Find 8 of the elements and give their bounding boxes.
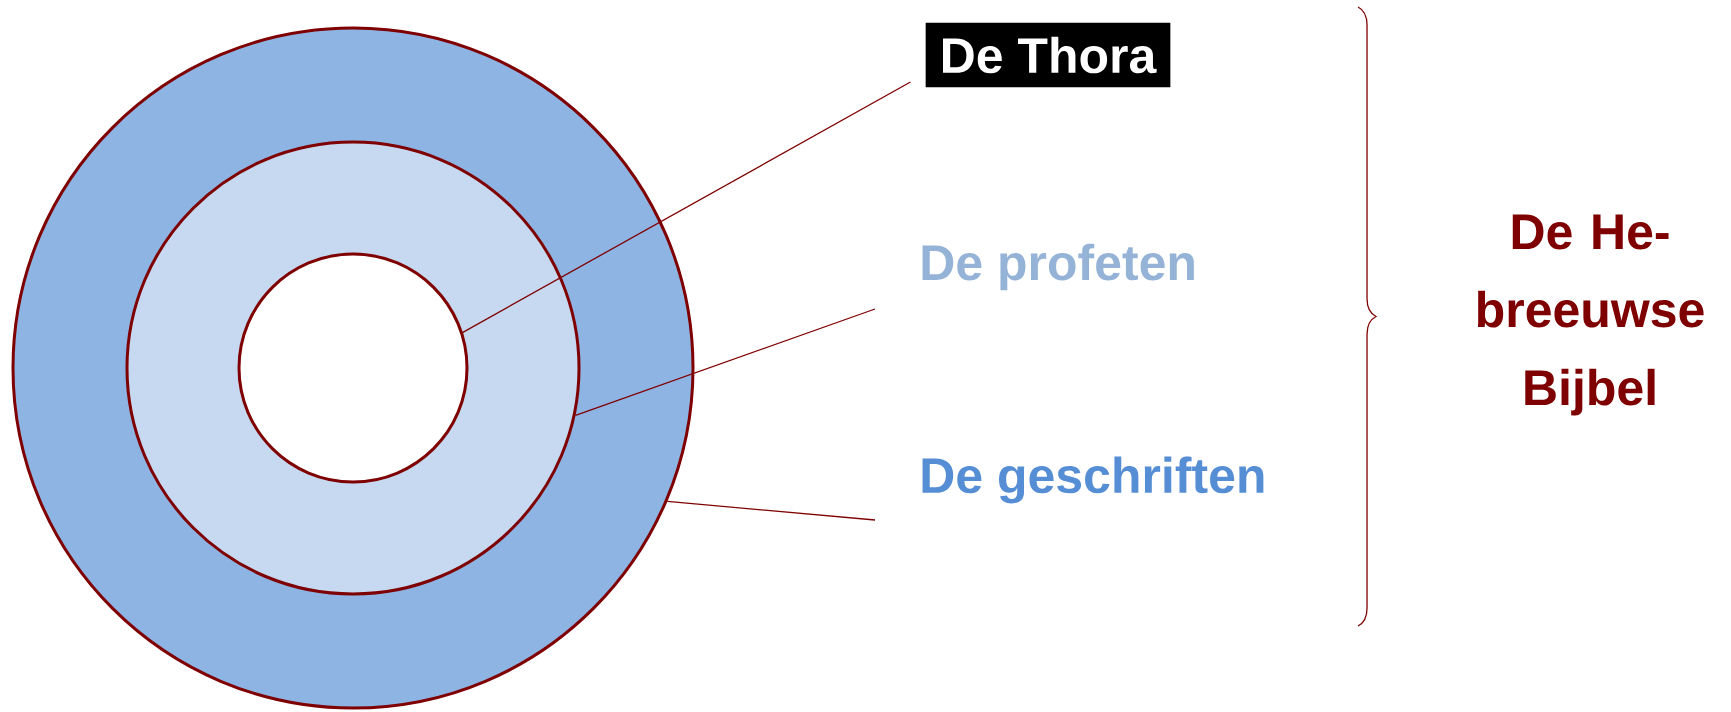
leader-line <box>462 81 912 333</box>
ring-circle <box>237 252 469 484</box>
ring-label: De geschriften <box>922 456 1264 504</box>
heading-label: De He- breeuwse Bijbel <box>1478 214 1704 416</box>
leader-line <box>574 308 876 416</box>
ring-label: De profeten <box>922 243 1194 291</box>
title-box: De Thora <box>925 22 1171 88</box>
leader-line <box>666 500 876 521</box>
